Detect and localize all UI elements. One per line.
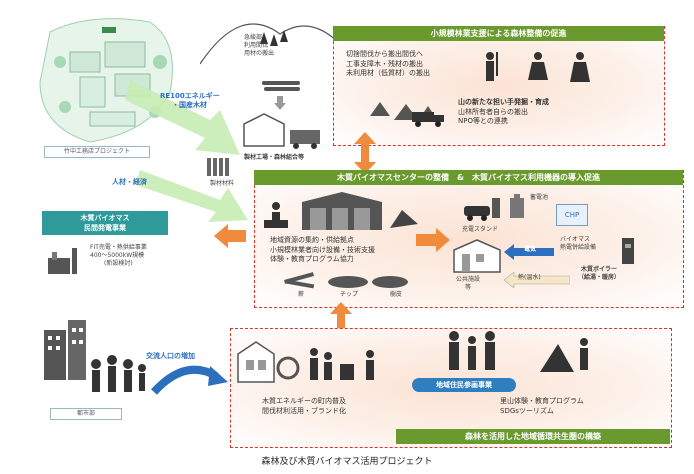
resident-badge: 地域住民参画事業 (412, 378, 516, 392)
green-flow-arrows (125, 80, 248, 222)
fuel-label-bark: 樹皮 (389, 291, 402, 298)
human-resources-label: 人材・経済 (112, 178, 147, 186)
orange-arrow-vertical-top (354, 132, 376, 174)
campus-illustration (39, 18, 173, 143)
city-label: 都市部 (50, 408, 122, 420)
sawmill-icon (243, 113, 320, 149)
sawmill-label: 製材工場・森林組合等 (244, 154, 305, 161)
re100-label: RE100エネルギー ・国産木材 (160, 92, 220, 109)
mountain-outline (200, 23, 340, 65)
charger-label: 充電スタンド (462, 226, 499, 233)
chp-unit: CHP (556, 204, 588, 226)
orange-arrow-left (214, 224, 246, 248)
public-facility-label: 公共施設 等 (456, 276, 481, 291)
exchange-label: 交流人口の増加 (146, 352, 195, 360)
bottom-box-text: 木質エネルギーの町内普及 間伐材利活用・ブランド化 (262, 397, 346, 415)
top-box (333, 26, 665, 146)
storage-label: 蓄電池 (530, 194, 549, 201)
biomass-center-icon (264, 192, 418, 230)
slope-thinning-text: 急峻部 利用間伐 用材の搬出 (244, 34, 275, 57)
forestry-workers-icon (486, 52, 590, 82)
figure-caption: 森林及び木質バイオマス活用プロジェクト (261, 457, 433, 467)
material-icon (207, 158, 229, 176)
orange-arrow-right (416, 228, 450, 252)
top-box-text-2: 山の新たな担い手発掘・育成 山林所有者自らの搬出 NPO等との連携 (458, 98, 549, 125)
bottom-box-footer: 森林を活用した地域循環共生圏の構築 (396, 429, 670, 444)
truck-icon (412, 112, 444, 127)
top-box-header: 小規模林業支援による森林整備の促進 (333, 26, 664, 41)
fuel-label-firewood: 薪 (298, 291, 305, 298)
fuel-label-chip: チップ (339, 291, 358, 298)
mid-box (254, 170, 684, 308)
biomass-power-desc: FIT売電・熱供給事業 400〜5000kW規模 (新設検討) (90, 244, 147, 267)
heat-label: 熱(温水) (518, 274, 541, 281)
storage-battery-icon (510, 194, 524, 218)
biomass-cogen-label: バイオマス 熱電併給設備 (560, 236, 597, 251)
public-building-icon (453, 239, 501, 273)
down-arrow-grey (274, 96, 286, 110)
ev-charger-icon (464, 198, 500, 221)
outdoor-activity-icon (540, 338, 588, 372)
biomass-power-title: 木質バイオマス 民間発電事業 (42, 211, 168, 235)
boiler-label: 木質ボイラー （給湯・暖房） (578, 266, 621, 281)
electricity-label: 電気 (524, 246, 537, 253)
top-box-text: 切捨間伐から搬出間伐へ 工事支障木・残材の搬出 未利用材（低質材）の搬出 (346, 50, 430, 77)
mid-box-header: 木質バイオマスセンターの整備 & 木質バイオマス利用機器の導入促進 (254, 170, 683, 185)
family-icon (449, 331, 495, 370)
exchange-arrow (151, 365, 228, 395)
bottom-box-text-2: 里山体験・教育プログラム SDGsツーリズム (500, 397, 584, 415)
fuel-labels: 薪 チップ 樹皮 (298, 291, 402, 299)
electricity-arrow (504, 244, 554, 260)
mid-box-text: 地域資源の集約・供給拠点 小規模林業者向け設備・技術支援 体験・教育プログラム協… (270, 236, 375, 263)
community-icons (237, 341, 374, 383)
material-label: 製材材料 (210, 180, 235, 187)
power-plant-icon (48, 248, 77, 274)
takenaka-project-label: 竹中工務店プロジェクト (44, 146, 150, 158)
city-buildings-icon (44, 320, 146, 392)
logs-icon (262, 81, 300, 91)
heat-arrow (504, 272, 570, 288)
boiler-icon (622, 238, 634, 264)
fuel-piles-icon (283, 272, 408, 289)
